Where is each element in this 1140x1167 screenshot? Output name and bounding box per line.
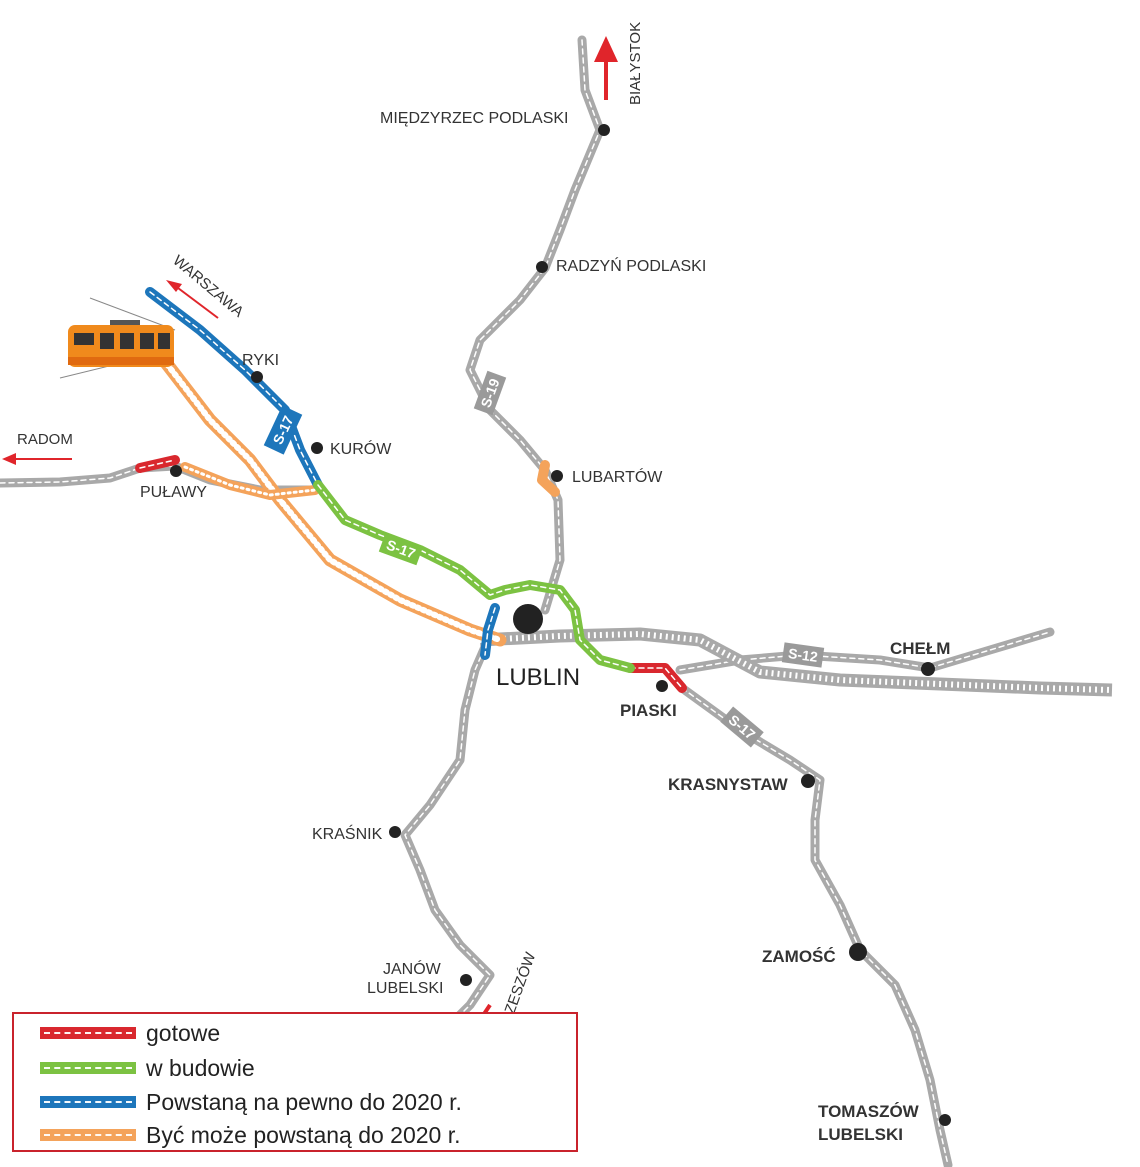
dot-radzyn <box>536 261 548 273</box>
legend-item-ready: gotowe <box>40 1016 220 1050</box>
railway-grey <box>479 627 1113 697</box>
label-tomaszow-1: TOMASZÓW <box>818 1102 920 1121</box>
legend-item-maybe: Być może powstaną do 2020 r. <box>40 1118 461 1152</box>
label-radom: RADOM <box>17 431 73 448</box>
legend-label-planned: Powstaną na pewno do 2020 r. <box>146 1088 462 1115</box>
label-krasnik: KRAŚNIK <box>312 824 383 843</box>
dot-lublin <box>513 604 543 634</box>
legend-item-planned: Powstaną na pewno do 2020 r. <box>40 1085 462 1119</box>
label-piaski: PIASKI <box>620 701 677 720</box>
road-maybe-lubartow <box>537 460 560 497</box>
legend-item-building: w budowie <box>40 1051 255 1085</box>
dot-chelm <box>921 662 935 676</box>
dot-kurow <box>311 442 323 454</box>
legend-swatch-ready <box>40 1027 136 1039</box>
city-labels: MIĘDZYRZEC PODLASKI RADZYŃ PODLASKI RYKI… <box>140 110 950 1144</box>
legend: gotowe w budowie Powstaną na pewno do 20… <box>12 1012 578 1152</box>
label-lubartow: LUBARTÓW <box>572 467 663 486</box>
label-zamosc: ZAMOŚĆ <box>762 947 836 966</box>
orange-routes <box>153 348 560 647</box>
road-south-east <box>677 683 953 1167</box>
dot-krasnystaw <box>801 774 815 788</box>
direction-labels: BIAŁYSTOK WARSZAWA RADOM RZESZÓW <box>17 22 644 1026</box>
label-ryki: RYKI <box>242 352 279 369</box>
blue-routes <box>145 287 500 660</box>
red-routes <box>135 455 687 693</box>
dot-tomaszow <box>939 1114 951 1126</box>
label-janow-2: LUBELSKI <box>367 980 443 997</box>
dot-ryki <box>251 371 263 383</box>
shield-s17-north: S-17 <box>263 405 303 455</box>
arrow-bialystok-icon <box>594 36 618 100</box>
legend-label-building: w budowie <box>146 1054 255 1081</box>
label-pulawy: PUŁAWY <box>140 484 207 501</box>
city-dots <box>170 124 951 1126</box>
green-routes <box>313 480 635 673</box>
arrow-radom-icon <box>2 453 72 465</box>
dot-pulawy <box>170 465 182 477</box>
label-janow-1: JANÓW <box>383 959 442 978</box>
train-icon <box>59 297 176 379</box>
legend-label-maybe: Być może powstaną do 2020 r. <box>146 1121 461 1148</box>
label-krasnystaw: KRASNYSTAW <box>668 775 789 794</box>
label-tomaszow-2: LUBELSKI <box>818 1125 903 1144</box>
arrow-warszawa-icon <box>166 280 219 319</box>
shield-s12: S-12 <box>781 642 825 668</box>
legend-swatch-planned <box>40 1096 136 1108</box>
dot-zamosc <box>849 943 867 961</box>
legend-label-ready: gotowe <box>146 1019 221 1046</box>
label-miedzyrzec: MIĘDZYRZEC PODLASKI <box>380 110 568 127</box>
dot-lubartow <box>551 470 563 482</box>
svg-text:S-12: S-12 <box>787 645 819 665</box>
label-kurow: KURÓW <box>330 439 392 458</box>
legend-swatch-building <box>40 1062 136 1074</box>
dot-krasnik <box>389 826 401 838</box>
dot-miedzyrzec <box>598 124 610 136</box>
label-bialystok: BIAŁYSTOK <box>627 22 644 105</box>
road-shields: S-19 S-17 S-17 S-12 S-17 <box>263 370 825 748</box>
dot-piaski <box>656 680 668 692</box>
grey-roads <box>0 35 1055 1167</box>
dot-janow <box>460 974 472 986</box>
label-radzyn: RADZYŃ PODLASKI <box>556 256 706 275</box>
legend-swatch-maybe <box>40 1129 136 1141</box>
label-chelm: CHEŁM <box>890 639 950 658</box>
label-lublin: LUBLIN <box>496 664 580 691</box>
